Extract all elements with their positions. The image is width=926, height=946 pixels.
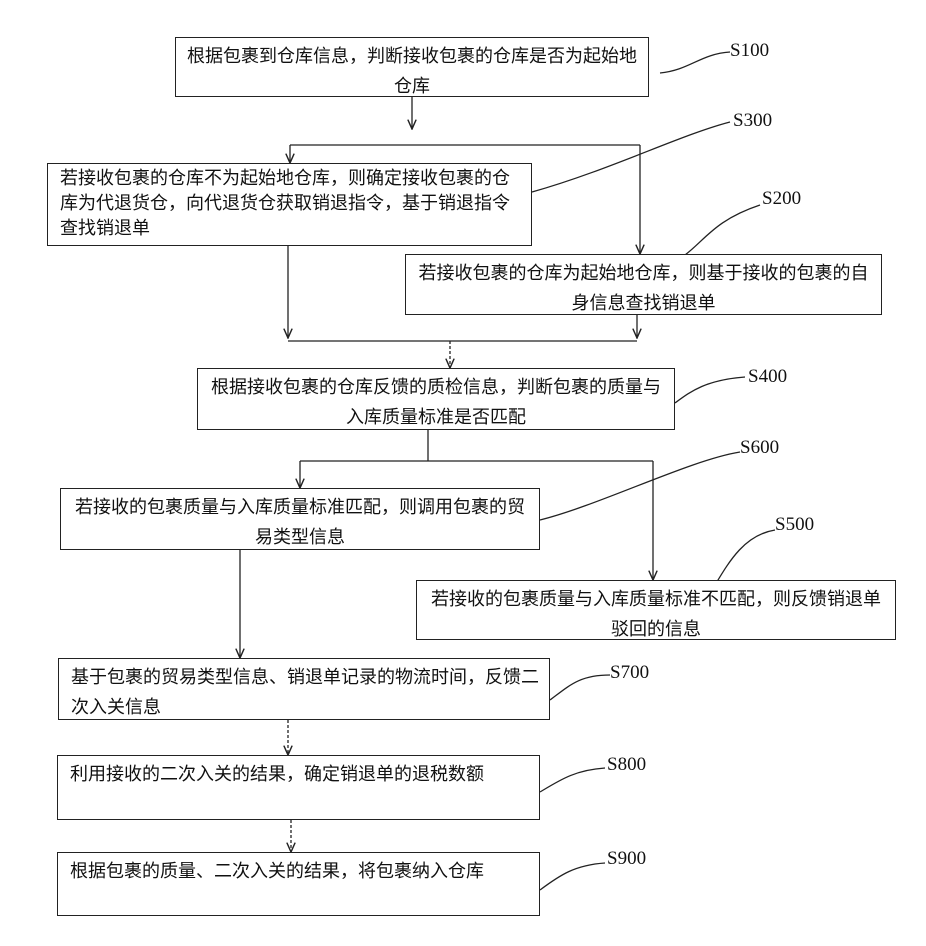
step-s200-text: 若接收包裹的仓库为起始地仓库，则基于接收的包裹的自身信息查找销退单 xyxy=(419,263,869,314)
step-s700-label: S700 xyxy=(610,662,649,684)
step-s100-text: 根据包裹到仓库信息，判断接收包裹的仓库是否为起始地仓库 xyxy=(187,46,637,97)
step-s200-box: 若接收包裹的仓库为起始地仓库，则基于接收的包裹的自身信息查找销退单 xyxy=(405,254,882,315)
leader-s700 xyxy=(550,675,610,700)
leader-s500 xyxy=(715,530,775,585)
step-s400-label: S400 xyxy=(748,366,787,388)
leader-s200 xyxy=(685,205,760,255)
step-s100-box: 根据包裹到仓库信息，判断接收包裹的仓库是否为起始地仓库 xyxy=(175,37,649,97)
step-s700-text: 基于包裹的贸易类型信息、销退单记录的物流时间，反馈二次入关信息 xyxy=(71,667,539,718)
step-s300-box: 若接收包裹的仓库不为起始地仓库，则确定接收包裹的仓库为代退货仓，向代退货仓获取销… xyxy=(47,163,532,246)
step-s900-label: S900 xyxy=(607,848,646,870)
step-s500-text: 若接收的包裹质量与入库质量标准不匹配，则反馈销退单驳回的信息 xyxy=(431,589,881,640)
leader-s600 xyxy=(540,452,740,520)
step-s400-text: 根据接收包裹的仓库反馈的质检信息，判断包裹的质量与入库质量标准是否匹配 xyxy=(211,377,661,428)
leader-s800 xyxy=(540,768,605,792)
step-s800-label: S800 xyxy=(607,754,646,776)
step-s900-box: 根据包裹的质量、二次入关的结果，将包裹纳入仓库 xyxy=(57,852,540,916)
leader-s400 xyxy=(675,377,745,403)
step-s500-label: S500 xyxy=(775,514,814,536)
step-s600-label: S600 xyxy=(740,437,779,459)
step-s600-box: 若接收的包裹质量与入库质量标准匹配，则调用包裹的贸易类型信息 xyxy=(60,488,540,550)
leader-s300 xyxy=(532,122,730,192)
step-s700-box: 基于包裹的贸易类型信息、销退单记录的物流时间，反馈二次入关信息 xyxy=(58,658,550,720)
leader-s900 xyxy=(540,863,605,890)
step-s500-box: 若接收的包裹质量与入库质量标准不匹配，则反馈销退单驳回的信息 xyxy=(416,580,896,640)
step-s900-text: 根据包裹的质量、二次入关的结果，将包裹纳入仓库 xyxy=(70,861,484,882)
step-s800-text: 利用接收的二次入关的结果，确定销退单的退税数额 xyxy=(70,764,484,785)
step-s600-text: 若接收的包裹质量与入库质量标准匹配，则调用包裹的贸易类型信息 xyxy=(75,497,525,548)
step-s200-label: S200 xyxy=(762,188,801,210)
leader-s100 xyxy=(660,52,730,73)
step-s300-label: S300 xyxy=(733,110,772,132)
step-s800-box: 利用接收的二次入关的结果，确定销退单的退税数额 xyxy=(57,755,540,820)
step-s300-text: 若接收包裹的仓库不为起始地仓库，则确定接收包裹的仓库为代退货仓，向代退货仓获取销… xyxy=(60,168,510,239)
step-s100-label: S100 xyxy=(730,40,769,62)
step-s400-box: 根据接收包裹的仓库反馈的质检信息，判断包裹的质量与入库质量标准是否匹配 xyxy=(197,368,675,430)
